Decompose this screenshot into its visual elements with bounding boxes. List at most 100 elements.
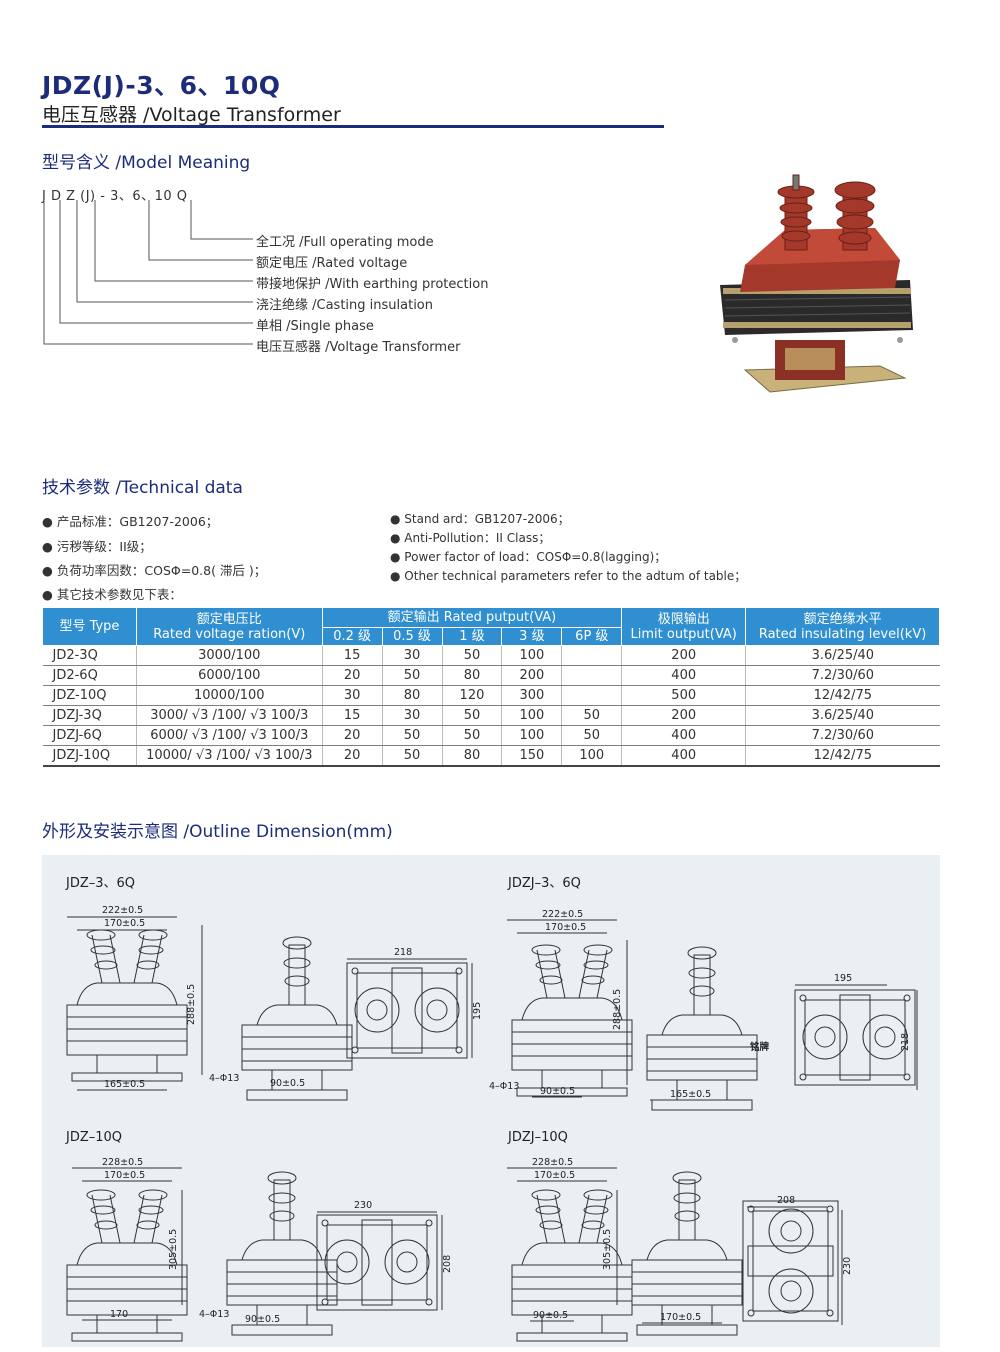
- table-cell: 50: [561, 705, 623, 726]
- header-class-3: 3 级: [501, 627, 563, 646]
- dim-170-c: 170±0.5: [104, 1170, 145, 1181]
- table-cell: JD2-6Q: [42, 665, 137, 686]
- table-cell: 30: [382, 645, 443, 666]
- table-cell: 300: [501, 685, 563, 706]
- page-subtitle: 电压互感器 /Voltage Transformer: [42, 104, 341, 126]
- outline-drawings-panel: JDZ–3、6Q JDZJ–3、6Q JDZ–10Q JDZJ–10Q: [42, 855, 940, 1347]
- table-cell: 120: [442, 685, 503, 706]
- bullet-en-power-factor: ● Power factor of load：COSΦ=0.8(lagging)…: [390, 550, 667, 564]
- dim-90-b: 90±0.5: [540, 1086, 575, 1097]
- dim-165-a: 165±0.5: [104, 1079, 145, 1090]
- group-label-jdzj-3-6q: JDZJ–3、6Q: [508, 876, 581, 891]
- dim-222-a: 222±0.5: [102, 905, 143, 916]
- model-item-voltage-transformer: 电压互感器 /Voltage Transformer: [256, 340, 461, 355]
- dim-222-b: 222±0.5: [542, 909, 583, 920]
- table-cell: 6000/100: [136, 665, 323, 686]
- dim-208-a: 208: [442, 1255, 453, 1273]
- bullet-cn-power-factor: ● 负荷功率因数：COSΦ=0.8( 滞后 )；: [42, 563, 267, 578]
- table-cell: 20: [322, 745, 383, 767]
- table-cell: 7.2/30/60: [745, 725, 940, 746]
- dim-170-b: 170±0.5: [545, 922, 586, 933]
- table-cell: 20: [322, 665, 383, 686]
- bullet-en-standard: ● Stand ard：GB1207-2006；: [390, 512, 570, 526]
- model-item-rated-voltage: 额定电压 /Rated voltage: [256, 256, 408, 271]
- model-bracket-lines: [43, 200, 253, 345]
- table-cell: JD2-3Q: [42, 645, 137, 666]
- table-cell: JDZJ-6Q: [42, 725, 137, 746]
- table-cell: [561, 685, 623, 706]
- table-cell: 80: [382, 685, 443, 706]
- table-cell: 3000/100: [136, 645, 323, 666]
- header-type: 型号 Type: [42, 607, 137, 646]
- table-cell: JDZJ-10Q: [42, 745, 137, 767]
- table-cell: 150: [501, 745, 563, 767]
- dim-288-b: 288±0.5: [612, 989, 623, 1030]
- dim-230-b: 230: [842, 1257, 853, 1275]
- table-cell: 80: [442, 745, 503, 767]
- table-cell: 400: [621, 665, 747, 686]
- table-cell: 200: [621, 705, 747, 726]
- table-cell: 50: [442, 725, 503, 746]
- outline-drawings: 222±0.5 170±0.5 288±0.5 165±0.5 4–Φ13 90…: [66, 905, 918, 1342]
- table-cell: 3.6/25/40: [745, 705, 940, 726]
- dim-208-b: 208: [777, 1195, 795, 1206]
- dim-170-f: 170±0.5: [660, 1312, 701, 1323]
- table-cell: JDZ-10Q: [42, 685, 137, 706]
- bullet-cn-other: ● 其它技术参数见下表：: [42, 587, 182, 602]
- table-cell: 3.6/25/40: [745, 645, 940, 666]
- header-output: 额定输出 Rated putput(VA): [321, 607, 623, 628]
- header-class-6p: 6P 级: [561, 627, 623, 646]
- table-cell: 30: [322, 685, 383, 706]
- dim-4phi13-c: 4–Φ13: [199, 1309, 229, 1320]
- table-cell: 50: [382, 665, 443, 686]
- table-cell: 50: [561, 725, 623, 746]
- table-cell: 12/42/75: [745, 745, 940, 767]
- model-item-casting: 浇注绝缘 /Casting insulation: [256, 298, 434, 313]
- dim-228-a: 228±0.5: [102, 1157, 143, 1168]
- bullet-en-other: ● Other technical parameters refer to th…: [390, 569, 747, 583]
- table-cell: 400: [621, 745, 747, 767]
- dim-228-b: 228±0.5: [532, 1157, 573, 1168]
- dim-218-b: 218: [900, 1033, 911, 1051]
- model-code: J D Z (J) - 3、6、10 Q: [42, 189, 188, 204]
- table-cell: 6000/ √3 /100/ √3 100/3: [136, 725, 323, 746]
- dim-170-a: 170±0.5: [104, 918, 145, 929]
- table-cell: [561, 645, 623, 666]
- table-cell: 15: [322, 645, 383, 666]
- table-cell: 100: [501, 705, 563, 726]
- table-cell: 10000/ √3 /100/ √3 100/3: [136, 745, 323, 767]
- group-label-jdzj-10q: JDZJ–10Q: [508, 1130, 568, 1145]
- header-class-0-2: 0.2 级: [321, 627, 383, 646]
- table-cell: 50: [382, 725, 443, 746]
- dim-90-c: 90±0.5: [245, 1314, 280, 1325]
- technical-heading: 技术参数 /Technical data: [42, 478, 243, 498]
- table-cell: 50: [382, 745, 443, 767]
- table-cell: 50: [442, 705, 503, 726]
- model-item-earthing: 带接地保护 /With earthing protection: [256, 277, 489, 292]
- header-class-1: 1 级: [441, 627, 503, 646]
- dim-4phi13-a: 4–Φ13: [209, 1073, 239, 1084]
- table-cell: 80: [442, 665, 503, 686]
- table-cell: 100: [501, 645, 563, 666]
- dim-218-a: 218: [394, 947, 412, 958]
- table-cell: 10000/100: [136, 685, 323, 706]
- dim-170-e: 170±0.5: [534, 1170, 575, 1181]
- dim-195-b: 195: [834, 973, 852, 984]
- table-cell: JDZJ-3Q: [42, 705, 137, 726]
- header-class-0-5: 0.5 级: [381, 627, 443, 646]
- table-cell: 400: [621, 725, 747, 746]
- dim-305-a: 305±0.5: [168, 1229, 179, 1270]
- table-cell: 200: [501, 665, 563, 686]
- bullet-en-pollution: ● Anti-Pollution：II Class；: [390, 531, 551, 545]
- table-cell: 3000/ √3 /100/ √3 100/3: [136, 705, 323, 726]
- table-cell: 12/42/75: [745, 685, 940, 706]
- dim-90-a: 90±0.5: [270, 1078, 305, 1089]
- table-cell: 200: [621, 645, 747, 666]
